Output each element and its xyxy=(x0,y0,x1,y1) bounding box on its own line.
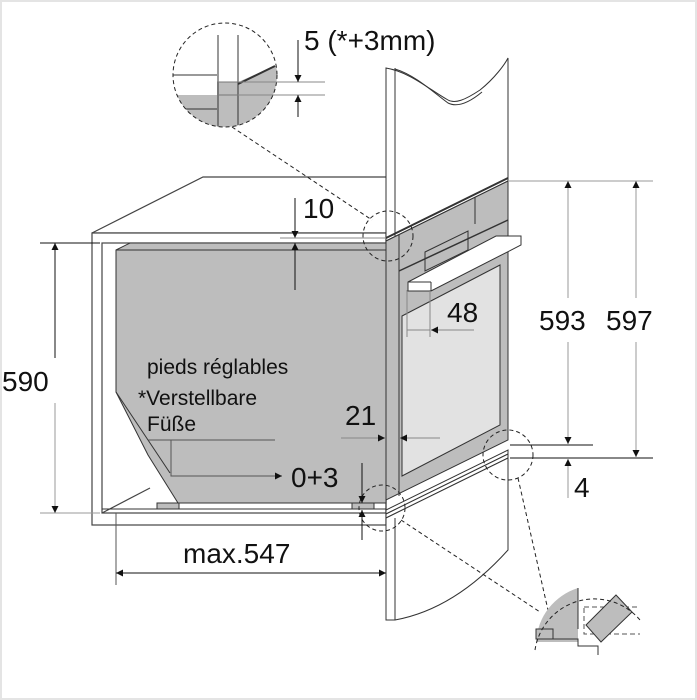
dim-niche-height: 590 xyxy=(2,366,49,397)
dim-oven-height-1: 593 xyxy=(539,305,586,336)
detail-bottom xyxy=(534,588,641,655)
dim-front-offset: 21 xyxy=(345,400,376,431)
dim-top-gap: 5 (*+3mm) xyxy=(304,25,435,56)
dim-feet-adjust: 0+3 xyxy=(291,462,339,493)
dim-top-clearance: 10 xyxy=(303,193,334,224)
lower-cabinet xyxy=(385,449,509,621)
note-feet-fr: pieds réglables xyxy=(147,356,288,379)
note-feet-de: *Verstellbare xyxy=(138,387,257,410)
dim-oven-height-2: 597 xyxy=(606,305,653,336)
note-feet-de-2: Füße xyxy=(147,413,196,436)
dim-max-depth: max.547 xyxy=(183,538,290,569)
detail-callouts xyxy=(231,126,549,613)
foot-front xyxy=(351,502,375,510)
foot-back xyxy=(156,502,180,510)
dim-handle-depth: 48 xyxy=(447,297,478,328)
dim-bottom-gap: 4 xyxy=(574,472,590,503)
upper-cabinet-door xyxy=(385,57,509,242)
oven-side-body xyxy=(102,242,387,510)
oven-front xyxy=(385,177,522,501)
detail-top xyxy=(172,22,325,128)
dimension-lines xyxy=(40,40,653,585)
